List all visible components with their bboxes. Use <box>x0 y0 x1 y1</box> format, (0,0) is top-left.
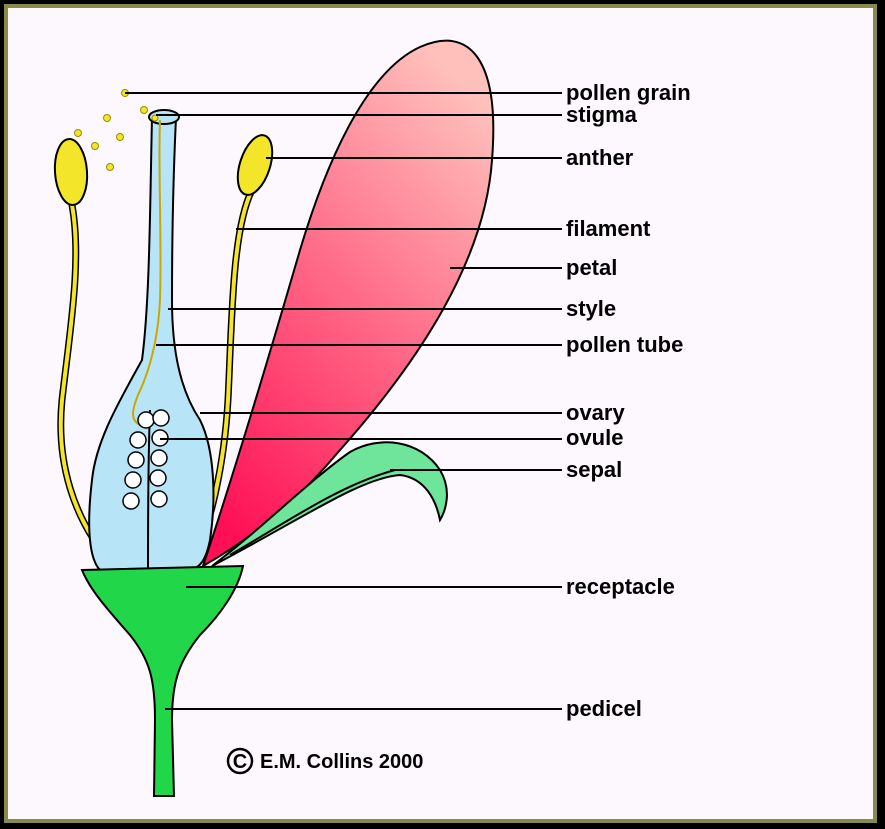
label-anther: anther <box>566 145 634 170</box>
label-ovule: ovule <box>566 425 623 450</box>
label-stigma: stigma <box>566 102 638 127</box>
label-pollen-tube: pollen tube <box>566 332 683 357</box>
label-receptacle: receptacle <box>566 574 675 599</box>
label-style: style <box>566 296 616 321</box>
label-filament: filament <box>566 216 651 241</box>
receptacle-shape <box>82 566 243 796</box>
label-pedicel: pedicel <box>566 696 642 721</box>
copyright-notice: C E.M. Collins 2000 <box>228 749 423 773</box>
anther-left <box>53 138 90 206</box>
label-sepal: sepal <box>566 457 622 482</box>
anther-right <box>231 131 279 199</box>
pollen-grains <box>75 90 159 171</box>
copyright-text: E.M. Collins 2000 <box>260 751 423 773</box>
label-ovary: ovary <box>566 400 625 425</box>
label-petal: petal <box>566 255 617 280</box>
copyright-symbol: C <box>233 751 247 773</box>
